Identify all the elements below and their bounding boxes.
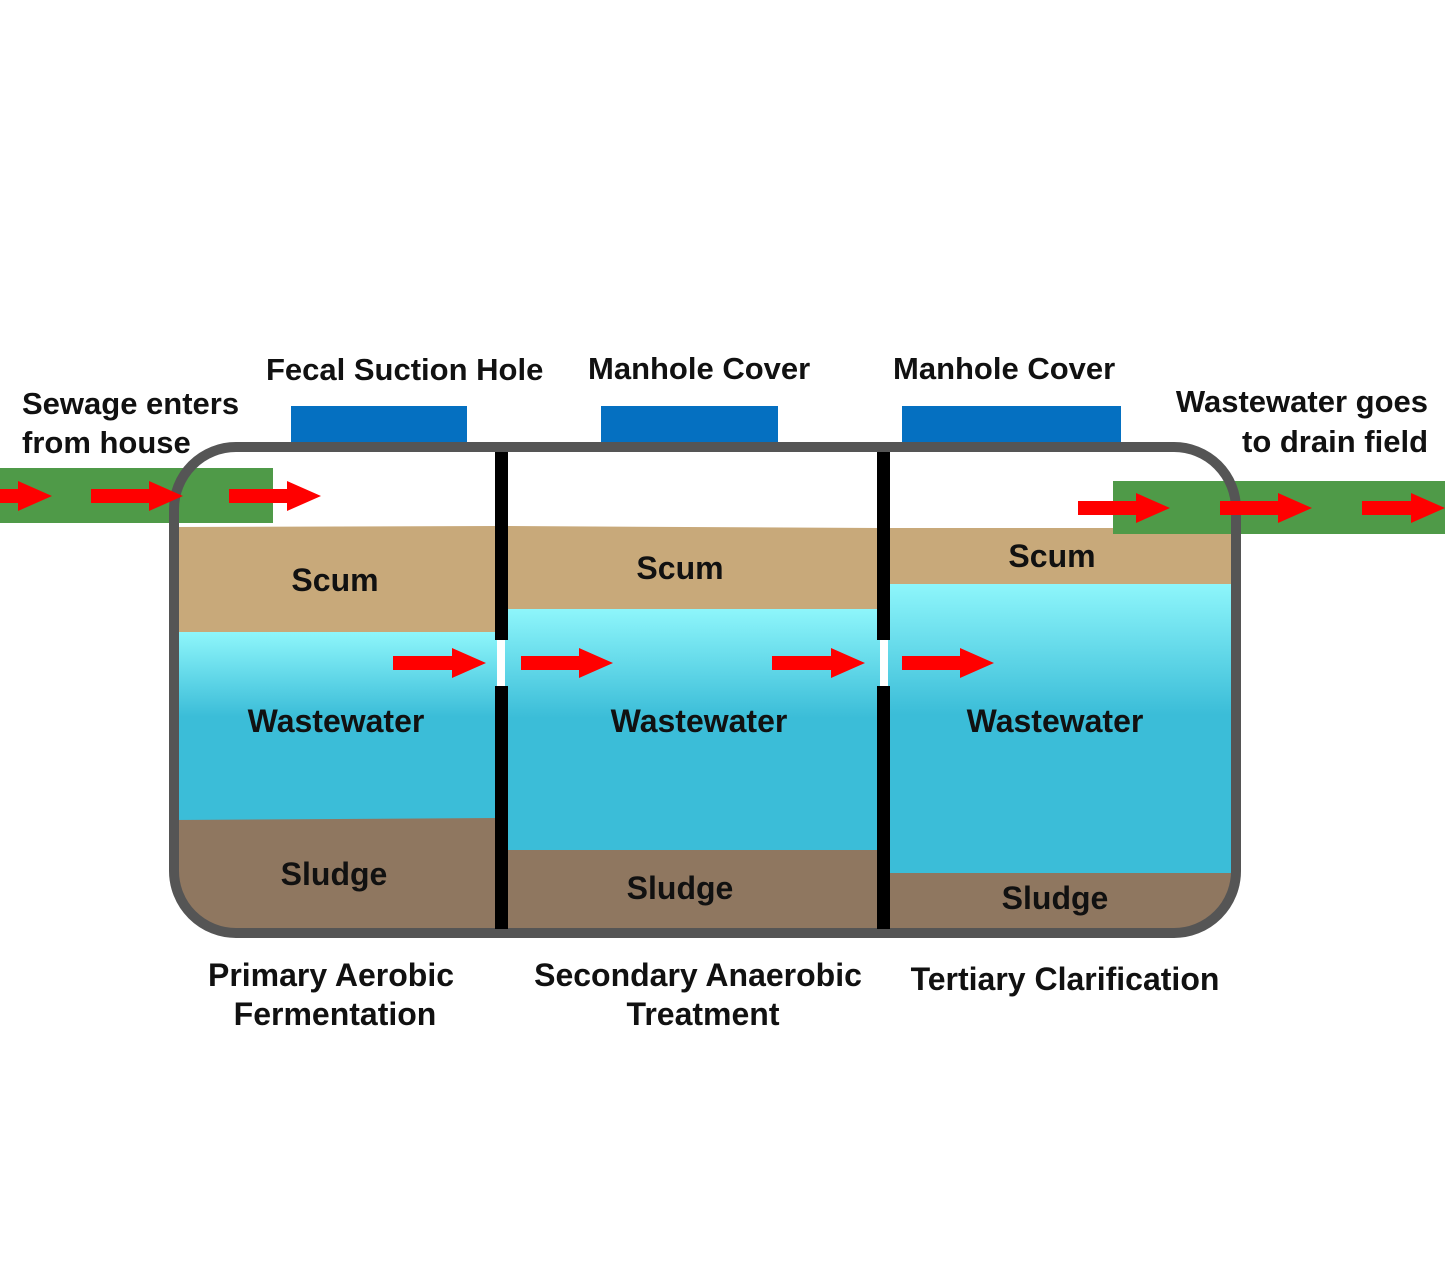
wastewater-label-3: Wastewater: [967, 703, 1144, 739]
wastewater-layer-3: [888, 584, 1236, 874]
flow-arrow-8: [1078, 493, 1170, 523]
baffle-2: [877, 452, 890, 929]
manhole-cover-2: [902, 406, 1121, 442]
sludge-label-2: Sludge: [627, 870, 734, 906]
scum-label-1: Scum: [291, 562, 378, 598]
flow-arrow-6: [772, 648, 865, 678]
wastewater-layer-2: [505, 609, 880, 851]
inlet-label-line-1: Sewage enters: [22, 386, 239, 421]
sludge-label-1: Sludge: [281, 856, 388, 892]
wastewater-label-1: Wastewater: [248, 703, 425, 739]
flow-arrow-2: [91, 481, 183, 511]
flow-arrow-3: [229, 481, 321, 511]
sludge-label-3: Sludge: [1002, 880, 1109, 916]
inlet-label-line-2: from house: [22, 425, 191, 460]
outlet-label-line-2: to drain field: [1242, 424, 1428, 459]
flow-arrow-1: [0, 481, 52, 511]
flow-arrow-5: [521, 648, 613, 678]
flow-arrow-10: [1362, 493, 1445, 523]
flow-arrow-4: [393, 648, 486, 678]
fecal-suction-hole-cover: [291, 406, 467, 442]
tank-outline: [169, 442, 1241, 938]
scum-layer-2: [505, 526, 880, 609]
tank-contents: [174, 447, 1236, 933]
manhole-cover-label-1: Manhole Cover: [588, 351, 810, 386]
sludge-layer-2: [505, 850, 880, 933]
wastewater-label-2: Wastewater: [611, 703, 788, 739]
flow-arrow-7: [902, 648, 994, 678]
stage-label-1-line-2: Fermentation: [234, 996, 437, 1032]
stage-label-1-line-1: Primary Aerobic: [208, 957, 454, 993]
scum-layer-3: [888, 528, 1236, 584]
scum-label-3: Scum: [1008, 538, 1095, 574]
fecal-suction-hole-label: Fecal Suction Hole: [266, 352, 543, 387]
scum-label-2: Scum: [636, 550, 723, 586]
flow-arrows: [0, 481, 1445, 678]
flow-arrow-9: [1220, 493, 1312, 523]
stage-label-3: Tertiary Clarification: [911, 961, 1220, 997]
sludge-layer-1: [174, 818, 497, 933]
sludge-layer-3: [888, 873, 1236, 933]
manhole-cover-label-2: Manhole Cover: [893, 351, 1115, 386]
manhole-cover-1: [601, 406, 778, 442]
baffle-1: [495, 452, 508, 929]
stage-label-2-line-1: Secondary Anaerobic: [534, 957, 862, 993]
outlet-label-line-1: Wastewater goes: [1176, 384, 1428, 419]
scum-layer-1: [174, 526, 497, 632]
stage-label-2-line-2: Treatment: [627, 996, 780, 1032]
